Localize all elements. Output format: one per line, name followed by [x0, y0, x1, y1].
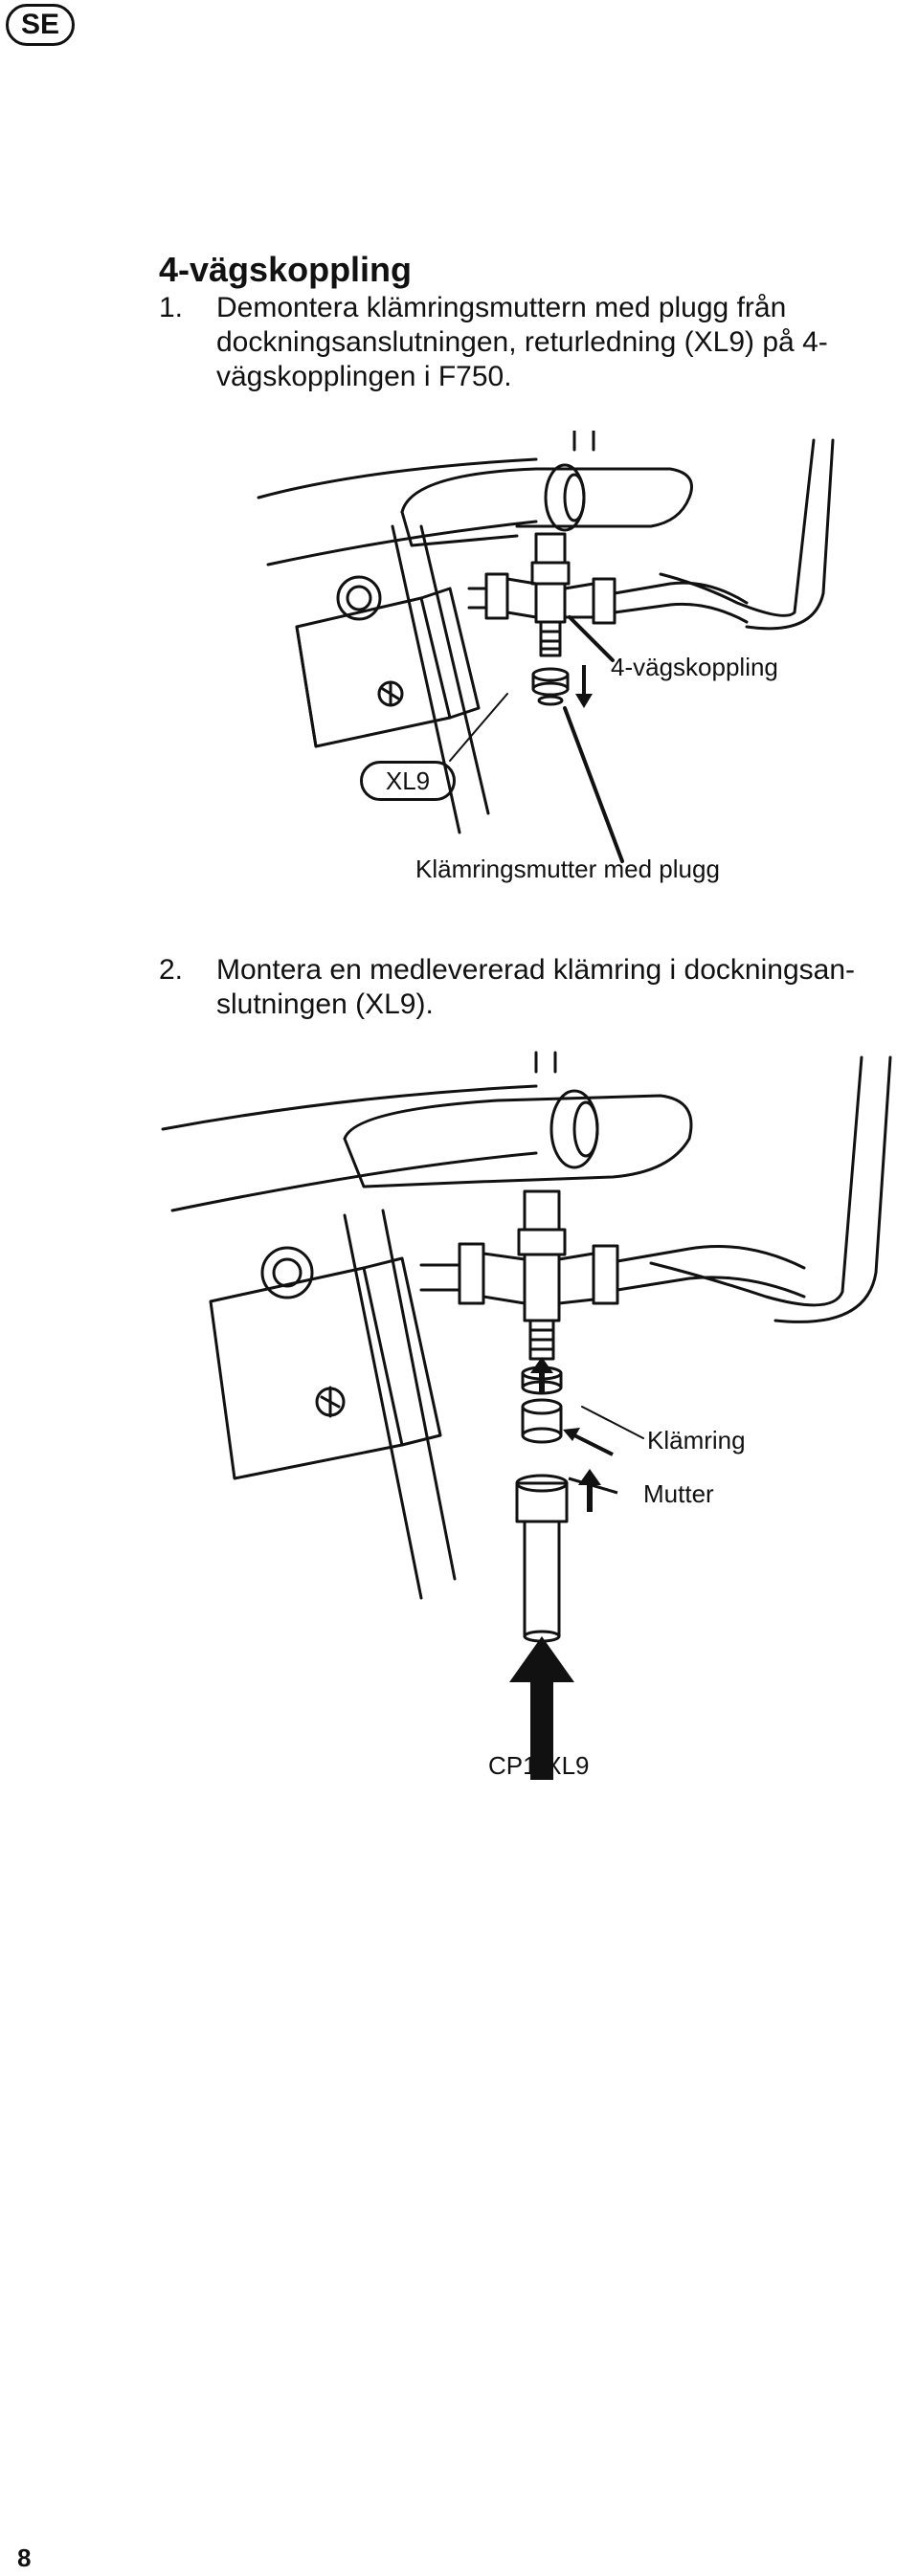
callout-nut: Mutter — [643, 1479, 714, 1508]
step-1-number: 1. — [159, 292, 184, 323]
page-number: 8 — [17, 2543, 32, 2572]
down-arrow-icon — [575, 665, 593, 708]
step-1: 1. Demontera klämringsmuttern med plugg f… — [159, 291, 915, 394]
callout-pipe-cp1-xl9: CP1-XL9 — [488, 1751, 590, 1780]
step-2: 2. Montera en medlevererad klämring i doc… — [159, 953, 915, 1022]
callout-4-way-coupling: 4-vägskoppling — [611, 653, 778, 681]
figure-1: 4-vägskoppling XL9 Klämringsmutter med p… — [0, 431, 919, 919]
step-2-line-2: slutningen (XL9). — [216, 988, 434, 1020]
xl9-badge: XL9 — [360, 761, 456, 801]
language-badge: SE — [6, 4, 75, 46]
section-title: 4-vägskoppling — [159, 250, 413, 289]
step-1-line-3: vägskopplingen i F750. — [216, 361, 512, 392]
callout-compression-nut-with-plug: Klämringsmutter med plugg — [415, 855, 720, 883]
step-2-number: 2. — [159, 954, 184, 986]
figure-2-illustration — [161, 1051, 892, 1643]
figure-2: Klämring Mutter CP1-XL9 — [0, 1043, 919, 1799]
up-arrow-icon — [509, 1357, 618, 1780]
callout-compression-ring: Klämring — [647, 1426, 746, 1455]
figure-1-illustration — [257, 431, 835, 863]
step-1-line-1: Demontera klämringsmuttern med plugg frå… — [216, 292, 787, 323]
step-1-line-2: dockningsanslutningen, returledning (XL9… — [216, 326, 828, 358]
step-2-line-1: Montera en medlevererad klämring i dockn… — [216, 954, 856, 986]
